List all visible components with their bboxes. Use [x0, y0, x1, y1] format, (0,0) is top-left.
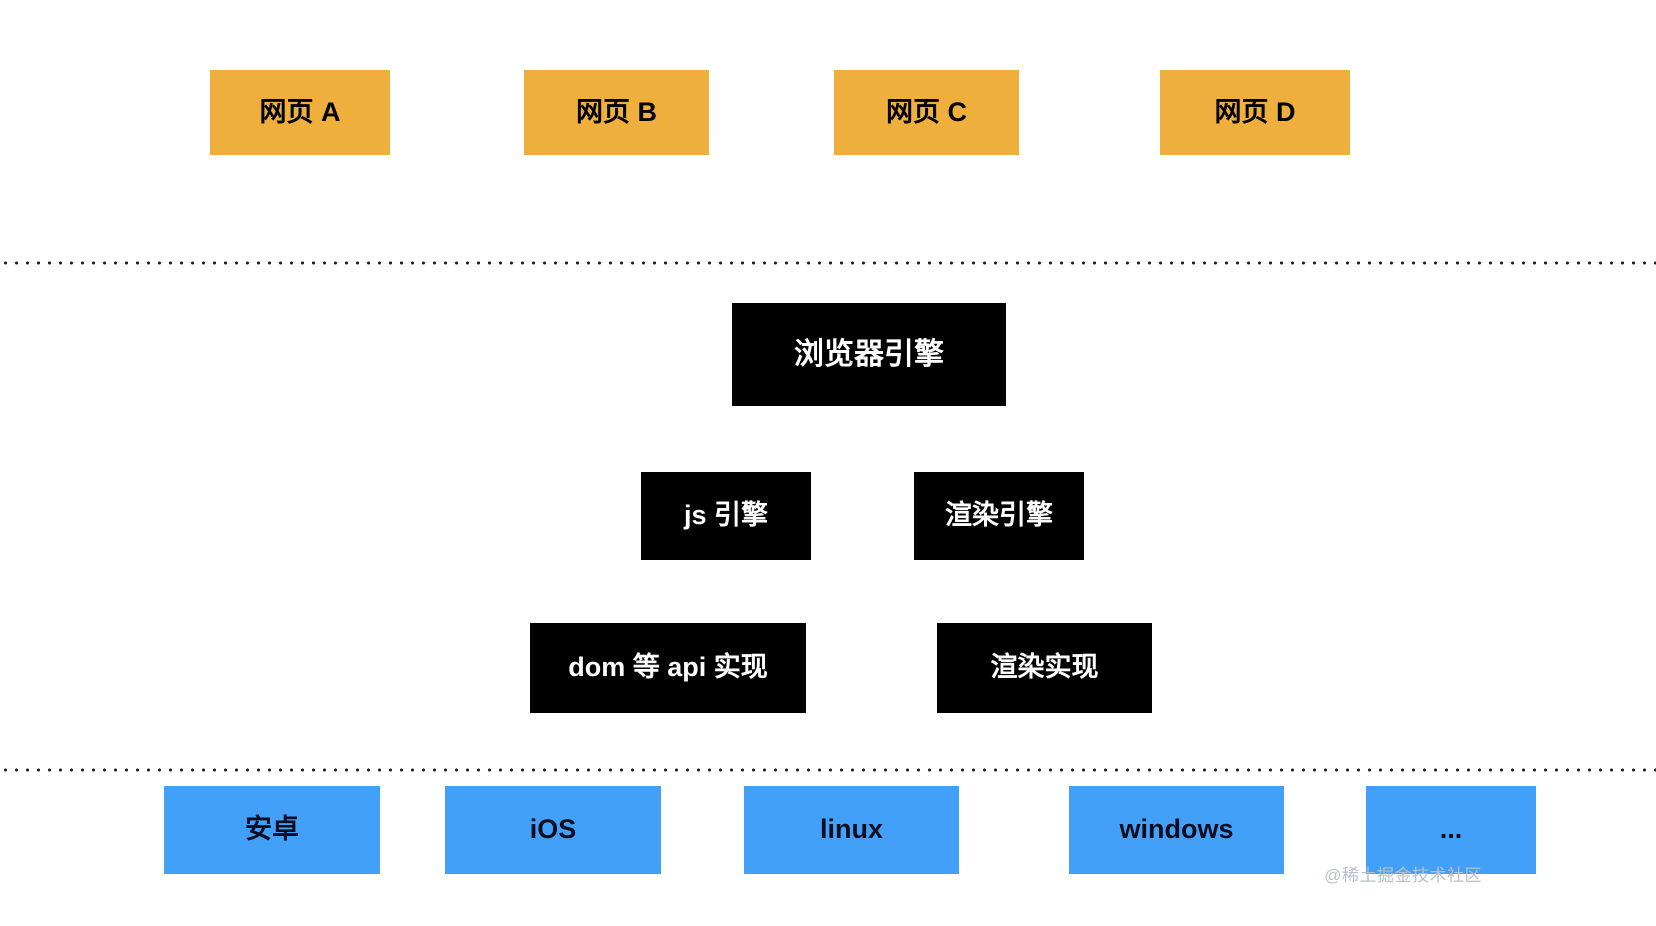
dom-api-impl-box-label: dom 等 api 实现	[568, 652, 768, 683]
dom-api-impl-box: dom 等 api 实现	[530, 623, 806, 713]
webpage-box-a: 网页 A	[210, 70, 390, 155]
render-engine-box: 渲染引擎	[914, 472, 1084, 560]
os-box-more: ...	[1366, 786, 1536, 874]
os-box-ios-label: iOS	[529, 814, 577, 845]
js-engine-box: js 引擎	[641, 472, 811, 560]
os-box-linux: linux	[744, 786, 959, 874]
webpage-box-d: 网页 D	[1160, 70, 1350, 155]
webpage-box-b: 网页 B	[524, 70, 709, 155]
render-impl-box: 渲染实现	[937, 623, 1152, 713]
webpage-box-c: 网页 C	[834, 70, 1019, 155]
js-engine-box-label: js 引擎	[683, 500, 769, 531]
watermark: @稀土掘金技术社区	[1324, 866, 1482, 885]
webpage-box-c-label: 网页 C	[886, 96, 967, 127]
os-box-ios: iOS	[445, 786, 661, 874]
os-box-android-label: 安卓	[245, 814, 299, 845]
os-box-android: 安卓	[164, 786, 380, 874]
divider-webpage-engine	[0, 261, 1656, 265]
os-box-windows-label: windows	[1119, 814, 1234, 845]
render-engine-box-label: 渲染引擎	[945, 500, 1053, 531]
browser-engine-box: 浏览器引擎	[732, 303, 1006, 406]
os-box-linux-label: linux	[819, 814, 883, 845]
divider-engine-os	[0, 768, 1656, 772]
render-impl-box-label: 渲染实现	[990, 652, 1099, 683]
webpage-box-d-label: 网页 D	[1214, 96, 1296, 127]
os-box-windows: windows	[1069, 786, 1284, 874]
webpage-box-a-label: 网页 A	[259, 96, 341, 127]
browser-engine-box-label: 浏览器引擎	[794, 338, 944, 371]
webpage-box-b-label: 网页 B	[576, 96, 657, 127]
os-box-more-label: ...	[1439, 814, 1463, 845]
